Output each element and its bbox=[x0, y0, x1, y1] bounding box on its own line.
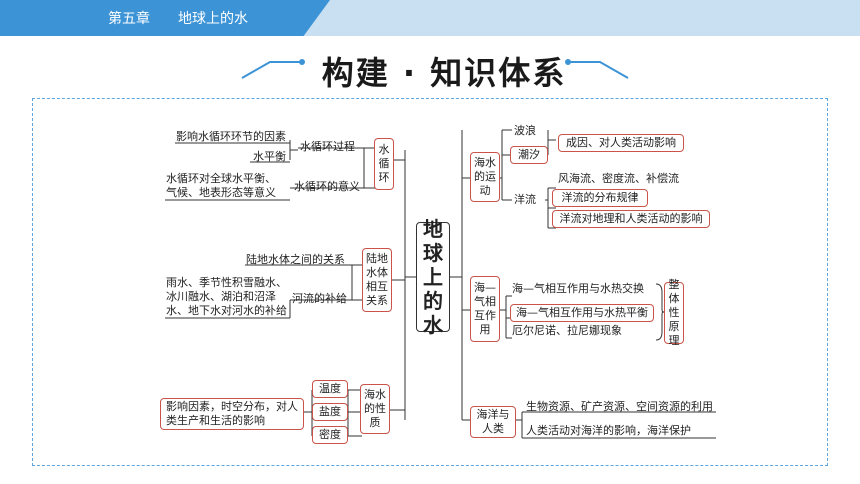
sea-air-heat-exchange: 海—气相互作用与水热交换 bbox=[512, 282, 644, 295]
cycle-process: 水循环过程 bbox=[300, 140, 355, 153]
holistic-principle-box: 整 体 性 原 理 bbox=[664, 278, 684, 347]
land-water-relation: 陆地水体之间的关系 bbox=[246, 253, 345, 266]
section-title: 构建 · 知识体系 bbox=[240, 48, 630, 92]
el-nino-la-nina: 厄尔尼诺、拉尼娜现象 bbox=[512, 324, 622, 337]
water-cycle-box: 水 循 环 bbox=[374, 138, 394, 190]
title-decoration-icon bbox=[241, 59, 629, 79]
diagram-frame bbox=[32, 98, 828, 466]
chapter-tab: 第五章 地球上的水 bbox=[0, 0, 330, 36]
tides-box: 潮汐 bbox=[510, 146, 548, 164]
river-recharge-detail: 雨水、季节性积雪融水、 冰川融水、湖泊和沼泽 水、地下水对河水的补给 bbox=[166, 276, 287, 317]
river-recharge: 河流的补给 bbox=[292, 292, 347, 305]
current-impact-box: 洋流对地理和人类活动的影响 bbox=[552, 210, 710, 228]
salinity-box: 盐度 bbox=[312, 403, 348, 421]
marine-resources: 生物资源、矿产资源、空间资源的利用 bbox=[526, 400, 713, 413]
water-balance: 水平衡 bbox=[253, 150, 286, 163]
chapter-title: 地球上的水 bbox=[178, 11, 248, 27]
properties-detail-box: 影响因素，时空分布，对人 类生产和生活的影响 bbox=[160, 398, 304, 430]
center-topic: 地 球 上 的 水 bbox=[416, 217, 450, 337]
sea-air-interaction-box: 海— 气相 互作 用 bbox=[470, 276, 500, 342]
human-impact-ocean: 人类活动对海洋的影响，海洋保护 bbox=[526, 424, 691, 437]
temperature-box: 温度 bbox=[312, 380, 348, 398]
density-box: 密度 bbox=[312, 426, 348, 444]
ocean-human-box: 海洋与 人类 bbox=[470, 406, 516, 438]
current-types: 风海流、密度流、补偿流 bbox=[558, 172, 679, 185]
seawater-motion-box: 海水 的运 动 bbox=[470, 152, 500, 202]
page-title: 构建 · 知识体系 bbox=[321, 54, 567, 92]
seawater-properties-box: 海水 的性 质 bbox=[360, 384, 390, 434]
wave-tide-effects-box: 成因、对人类活动影响 bbox=[558, 134, 684, 152]
sea-air-heat-balance-box: 海—气相互作用与水热平衡 bbox=[510, 304, 654, 322]
ocean-currents: 洋流 bbox=[514, 193, 536, 206]
cycle-significance-detail: 水循环对全球水平衡、 气候、地表形态等意义 bbox=[166, 172, 276, 199]
current-distribution-box: 洋流的分布规律 bbox=[552, 189, 648, 207]
land-water-box: 陆地 水体 相互 关系 bbox=[362, 248, 392, 312]
cycle-significance: 水循环的意义 bbox=[294, 180, 360, 193]
chapter-number: 第五章 bbox=[108, 11, 150, 27]
waves: 波浪 bbox=[514, 124, 536, 137]
brace-icon bbox=[655, 283, 664, 341]
cycle-factors: 影响水循环环节的因素 bbox=[176, 130, 286, 143]
